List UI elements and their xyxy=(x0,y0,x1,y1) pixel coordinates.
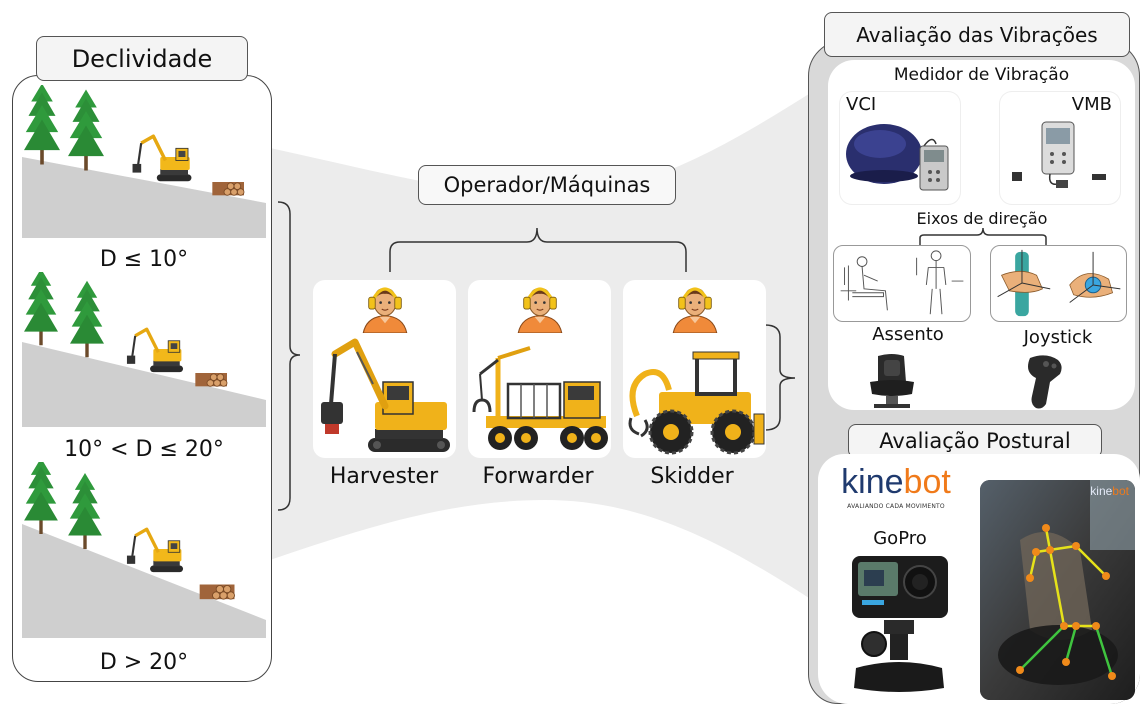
meter-vci: VCI xyxy=(840,92,960,204)
log-pile-icon xyxy=(211,181,245,196)
machine-card-forwarder xyxy=(468,280,611,458)
seated-posture-axes-icon xyxy=(840,250,964,315)
excavator-icon xyxy=(125,527,185,574)
slope-class-label: D > 20° xyxy=(99,649,189,675)
seat-axes-diagram xyxy=(833,245,971,322)
machine-card-skidder xyxy=(623,280,766,458)
operator-icon xyxy=(516,286,564,333)
log-pile-icon xyxy=(194,372,228,387)
excavator-icon xyxy=(125,327,185,374)
vibration-evaluation-title: Avaliação das Vibrações xyxy=(824,12,1130,57)
operator-icon xyxy=(671,286,719,333)
hand-grip-axes-icon xyxy=(997,249,1121,317)
log-pile-icon xyxy=(199,584,235,600)
slope-scene-high xyxy=(22,462,266,638)
posture-evaluation-title: Avaliação Postural xyxy=(848,424,1102,458)
skidder-icon xyxy=(628,351,765,455)
kinebot-logo-text: kinebot xyxy=(830,462,962,502)
forwarder-icon xyxy=(472,346,608,450)
photo-kinebot-logo: kinebot xyxy=(1090,484,1129,498)
operator-machines-title: Operador/Máquinas xyxy=(418,165,676,205)
vmb-device-icon xyxy=(1012,121,1106,188)
slope-terrain xyxy=(22,157,266,238)
slope-class-label: 10° < D ≤ 20° xyxy=(64,436,224,462)
pine-tree-icon xyxy=(70,280,104,358)
seat-label: Assento xyxy=(872,323,944,345)
right-brace xyxy=(764,324,796,431)
meter-label: VMB xyxy=(1071,94,1112,115)
kinebot-logo-tagline: AVALIANDO CADA MOVIMENTO xyxy=(847,503,945,510)
slope-class-label: D ≤ 10° xyxy=(99,246,189,272)
pine-tree-icon xyxy=(24,85,60,165)
skeleton-overlay-image xyxy=(980,480,1135,700)
machine-label: Forwarder xyxy=(482,463,594,489)
meter-label: VCI xyxy=(846,94,877,115)
gopro-label: GoPro xyxy=(873,527,927,549)
slope-scene-low xyxy=(22,85,266,238)
hand-axes-diagram xyxy=(990,245,1127,322)
machine-card-harvester xyxy=(313,280,456,458)
pine-tree-icon xyxy=(24,462,58,534)
pine-tree-icon xyxy=(68,473,102,549)
axes-brace xyxy=(919,227,1047,245)
pine-tree-icon xyxy=(68,89,104,171)
machine-label: Skidder xyxy=(650,463,734,489)
posture-analysis-photo: kinebot xyxy=(980,480,1135,700)
excavator-icon xyxy=(130,134,194,183)
slope-terrain xyxy=(22,524,266,638)
harvester-icon xyxy=(321,338,450,452)
slope-terrain xyxy=(22,342,266,427)
vci-device-icon xyxy=(846,124,949,191)
machine-label: Harvester xyxy=(329,463,439,489)
axes-title: Eixos de direção xyxy=(916,208,1048,228)
joystick-icon xyxy=(1028,355,1062,409)
kinebot-logo: kinebot AVALIANDO CADA MOVIMENTO xyxy=(830,462,962,514)
left-brace xyxy=(277,201,301,511)
seat-icon xyxy=(870,354,914,408)
slope-scene-medium xyxy=(22,272,266,427)
gopro-camera-icon xyxy=(852,556,948,692)
joystick-label: Joystick xyxy=(1023,326,1093,348)
operator-icon xyxy=(361,286,409,333)
meter-vmb: VMB xyxy=(1000,92,1120,204)
top-brace xyxy=(389,227,687,272)
pine-tree-icon xyxy=(24,272,58,346)
vibration-meter-title: Medidor de Vibração xyxy=(893,65,1070,85)
slope-panel-title: Declividade xyxy=(36,36,248,81)
